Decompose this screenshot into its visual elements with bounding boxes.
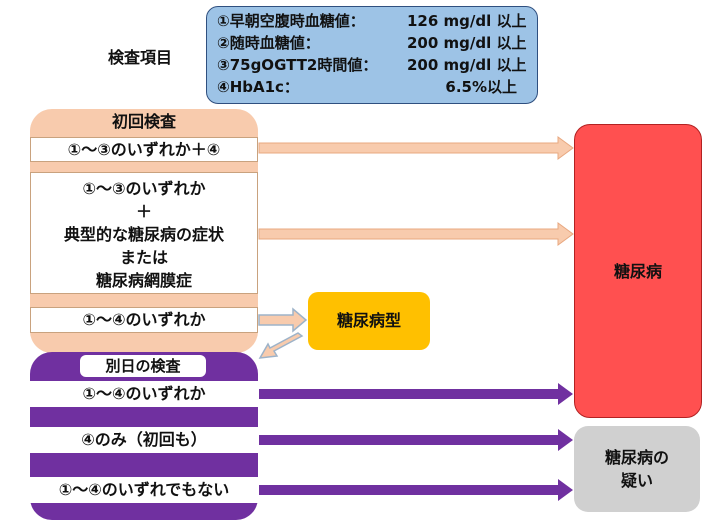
condition-line: または <box>119 248 168 267</box>
arrow-initial1-to-diabetes <box>258 136 574 160</box>
condition-line: ①～③のいずれか <box>82 179 206 198</box>
criterion-name: ③75gOGTT2時間値： <box>217 56 378 74</box>
criterion-value: 6.5%以上 <box>445 78 517 96</box>
condition-line: 糖尿病網膜症 <box>95 271 192 290</box>
criterion-row: ④HbA1c： 6.5%以上 <box>217 76 527 98</box>
initial-test-title: 初回検査 <box>111 112 176 131</box>
suspect-line: 糖尿病の <box>604 448 669 467</box>
criterion-value: 126 mg/dl 以上 <box>407 12 527 30</box>
criterion-name: ①早朝空腹時血糖値： <box>217 12 365 30</box>
initial-condition-2: ①～③のいずれか ＋ 典型的な糖尿病の症状 または 糖尿病網膜症 <box>30 172 258 294</box>
initial-condition-1: ①～③のいずれか＋④ <box>30 137 258 162</box>
criterion-name: ②随時血糖値： <box>217 34 320 52</box>
followup-condition-2: ④のみ（初回も） <box>30 427 258 453</box>
followup-condition-1: ①～④のいずれか <box>30 381 258 407</box>
criterion-name: ④HbA1c： <box>217 78 299 96</box>
suspect-line: 疑い <box>620 471 653 490</box>
criterion-row: ③75gOGTT2時間値： 200 mg/dl 以上 <box>217 54 527 76</box>
arrow-type-to-followup <box>258 332 304 359</box>
criterion-value: 200 mg/dl 以上 <box>407 56 527 74</box>
arrow-initial2-to-diabetes <box>258 222 574 246</box>
test-items-label: 検査項目 <box>108 48 173 67</box>
followup-condition-3: ①～④のいずれでもない <box>30 477 258 503</box>
condition-line: ＋ <box>135 202 152 221</box>
diabetes-type-box: 糖尿病型 <box>308 292 430 350</box>
criteria-box: ①早朝空腹時血糖値： 126 mg/dl 以上 ②随時血糖値： 200 mg/d… <box>206 6 538 104</box>
followup-test-title: 別日の検査 <box>80 355 206 377</box>
arrow-followup2-to-suspect <box>259 429 573 451</box>
arrow-followup1-to-diabetes <box>259 383 573 405</box>
criterion-value: 200 mg/dl 以上 <box>407 34 527 52</box>
criterion-row: ①早朝空腹時血糖値： 126 mg/dl 以上 <box>217 10 527 32</box>
initial-condition-3: ①～④のいずれか <box>30 307 258 333</box>
condition-line: 典型的な糖尿病の症状 <box>63 225 224 244</box>
arrow-followup3-to-suspect <box>259 479 573 501</box>
criterion-row: ②随時血糖値： 200 mg/dl 以上 <box>217 32 527 54</box>
arrow-initial3-to-type <box>258 307 308 333</box>
diabetes-box: 糖尿病 <box>574 124 702 418</box>
suspected-diabetes-box: 糖尿病の 疑い <box>574 426 700 512</box>
